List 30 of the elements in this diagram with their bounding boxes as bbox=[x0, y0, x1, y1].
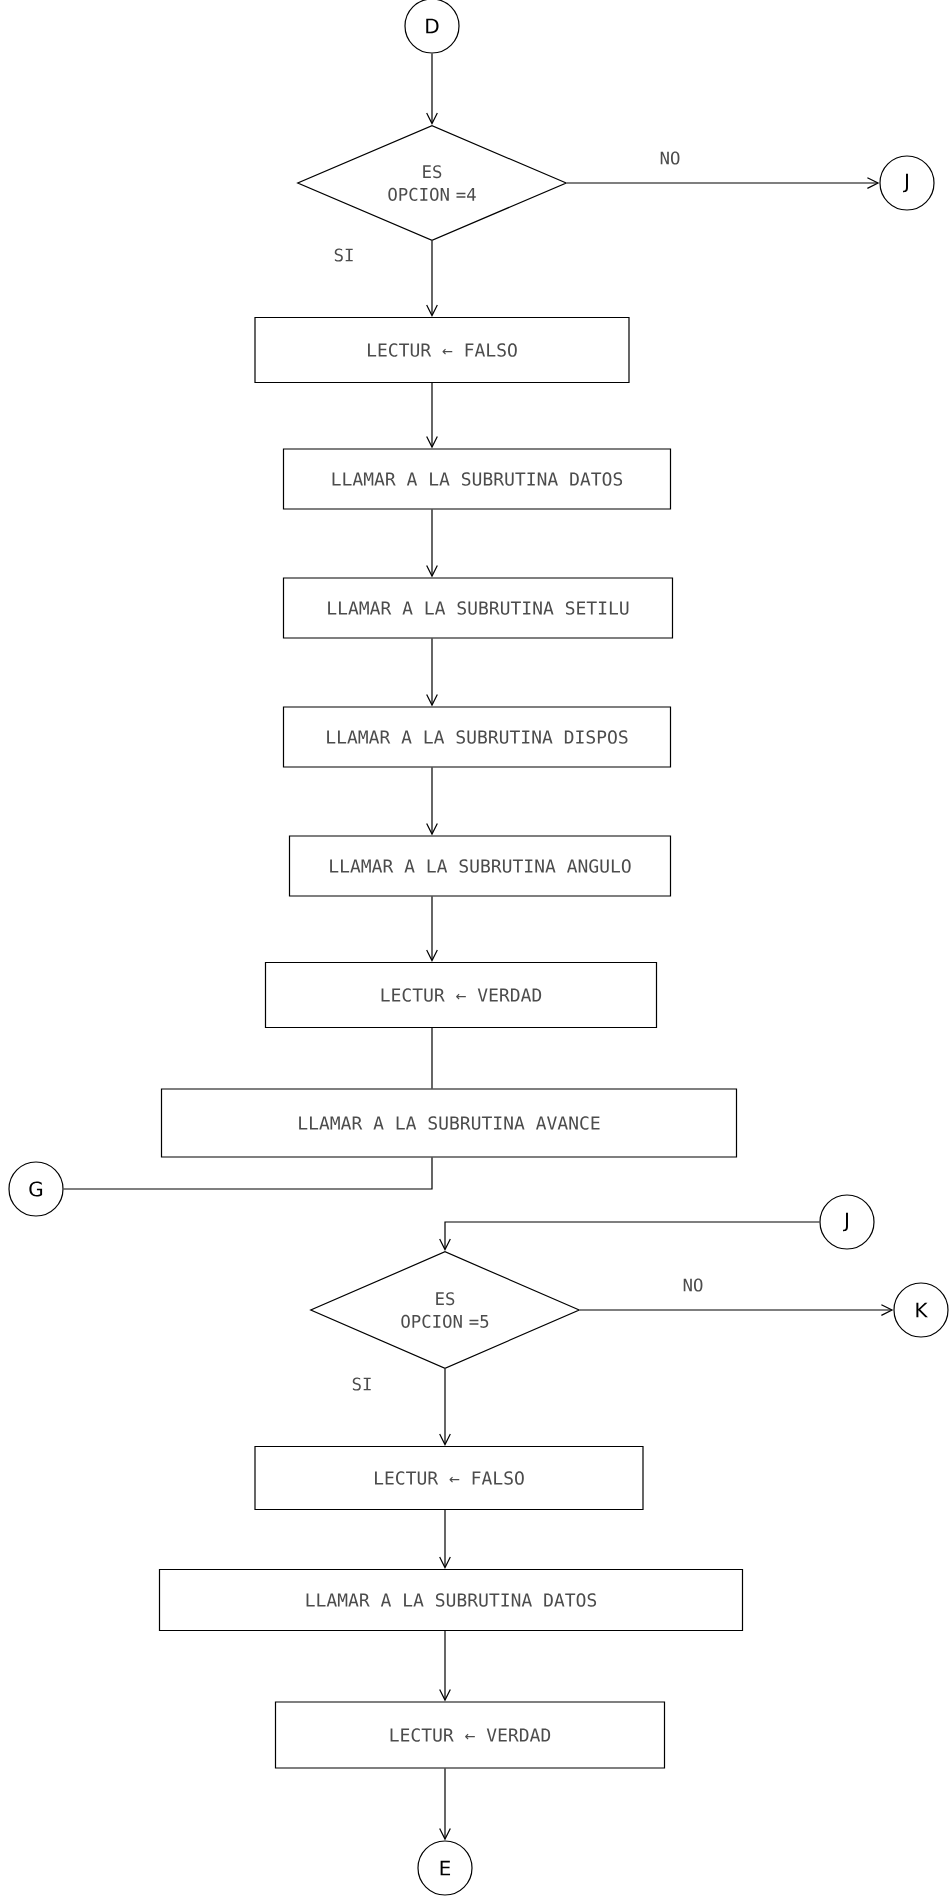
process-box: LECTUR ← VERDAD bbox=[274, 1701, 666, 1769]
process-box: LLAMAR A LA SUBRUTINA DATOS bbox=[282, 448, 672, 510]
arrow bbox=[426, 767, 438, 836]
arrow bbox=[439, 1509, 451, 1569]
edge-label: NO bbox=[658, 150, 682, 166]
process-box: LLAMAR A LA SUBRUTINA AVANCE bbox=[160, 1088, 738, 1158]
arrow bbox=[579, 1304, 894, 1316]
connector-line bbox=[63, 1157, 433, 1190]
process-box: LECTUR ← FALSO bbox=[254, 316, 630, 384]
process-box: LLAMAR A LA SUBRUTINA DATOS bbox=[158, 1568, 744, 1632]
arrow bbox=[439, 1221, 820, 1251]
arrow bbox=[426, 53, 438, 125]
process-box: LLAMAR A LA SUBRUTINA SETILU bbox=[282, 577, 674, 639]
process-box: LECTUR ← VERDAD bbox=[264, 961, 658, 1029]
arrow bbox=[566, 177, 880, 189]
arrow bbox=[426, 382, 438, 449]
process-box: LLAMAR A LA SUBRUTINA ANGULO bbox=[288, 835, 672, 897]
edge-label: SI bbox=[332, 247, 356, 263]
arrow bbox=[426, 240, 438, 317]
edge-label: NO bbox=[681, 1277, 705, 1293]
arrow bbox=[426, 638, 438, 707]
process-box: LLAMAR A LA SUBRUTINA DISPOS bbox=[282, 706, 672, 768]
connector-line bbox=[431, 1027, 433, 1089]
process-box: LECTUR ← FALSO bbox=[254, 1445, 644, 1511]
arrow bbox=[439, 1368, 451, 1446]
edge-label: SI bbox=[350, 1376, 374, 1392]
arrow bbox=[439, 1768, 451, 1841]
arrow bbox=[439, 1630, 451, 1702]
arrow bbox=[426, 896, 438, 962]
arrow bbox=[426, 509, 438, 578]
